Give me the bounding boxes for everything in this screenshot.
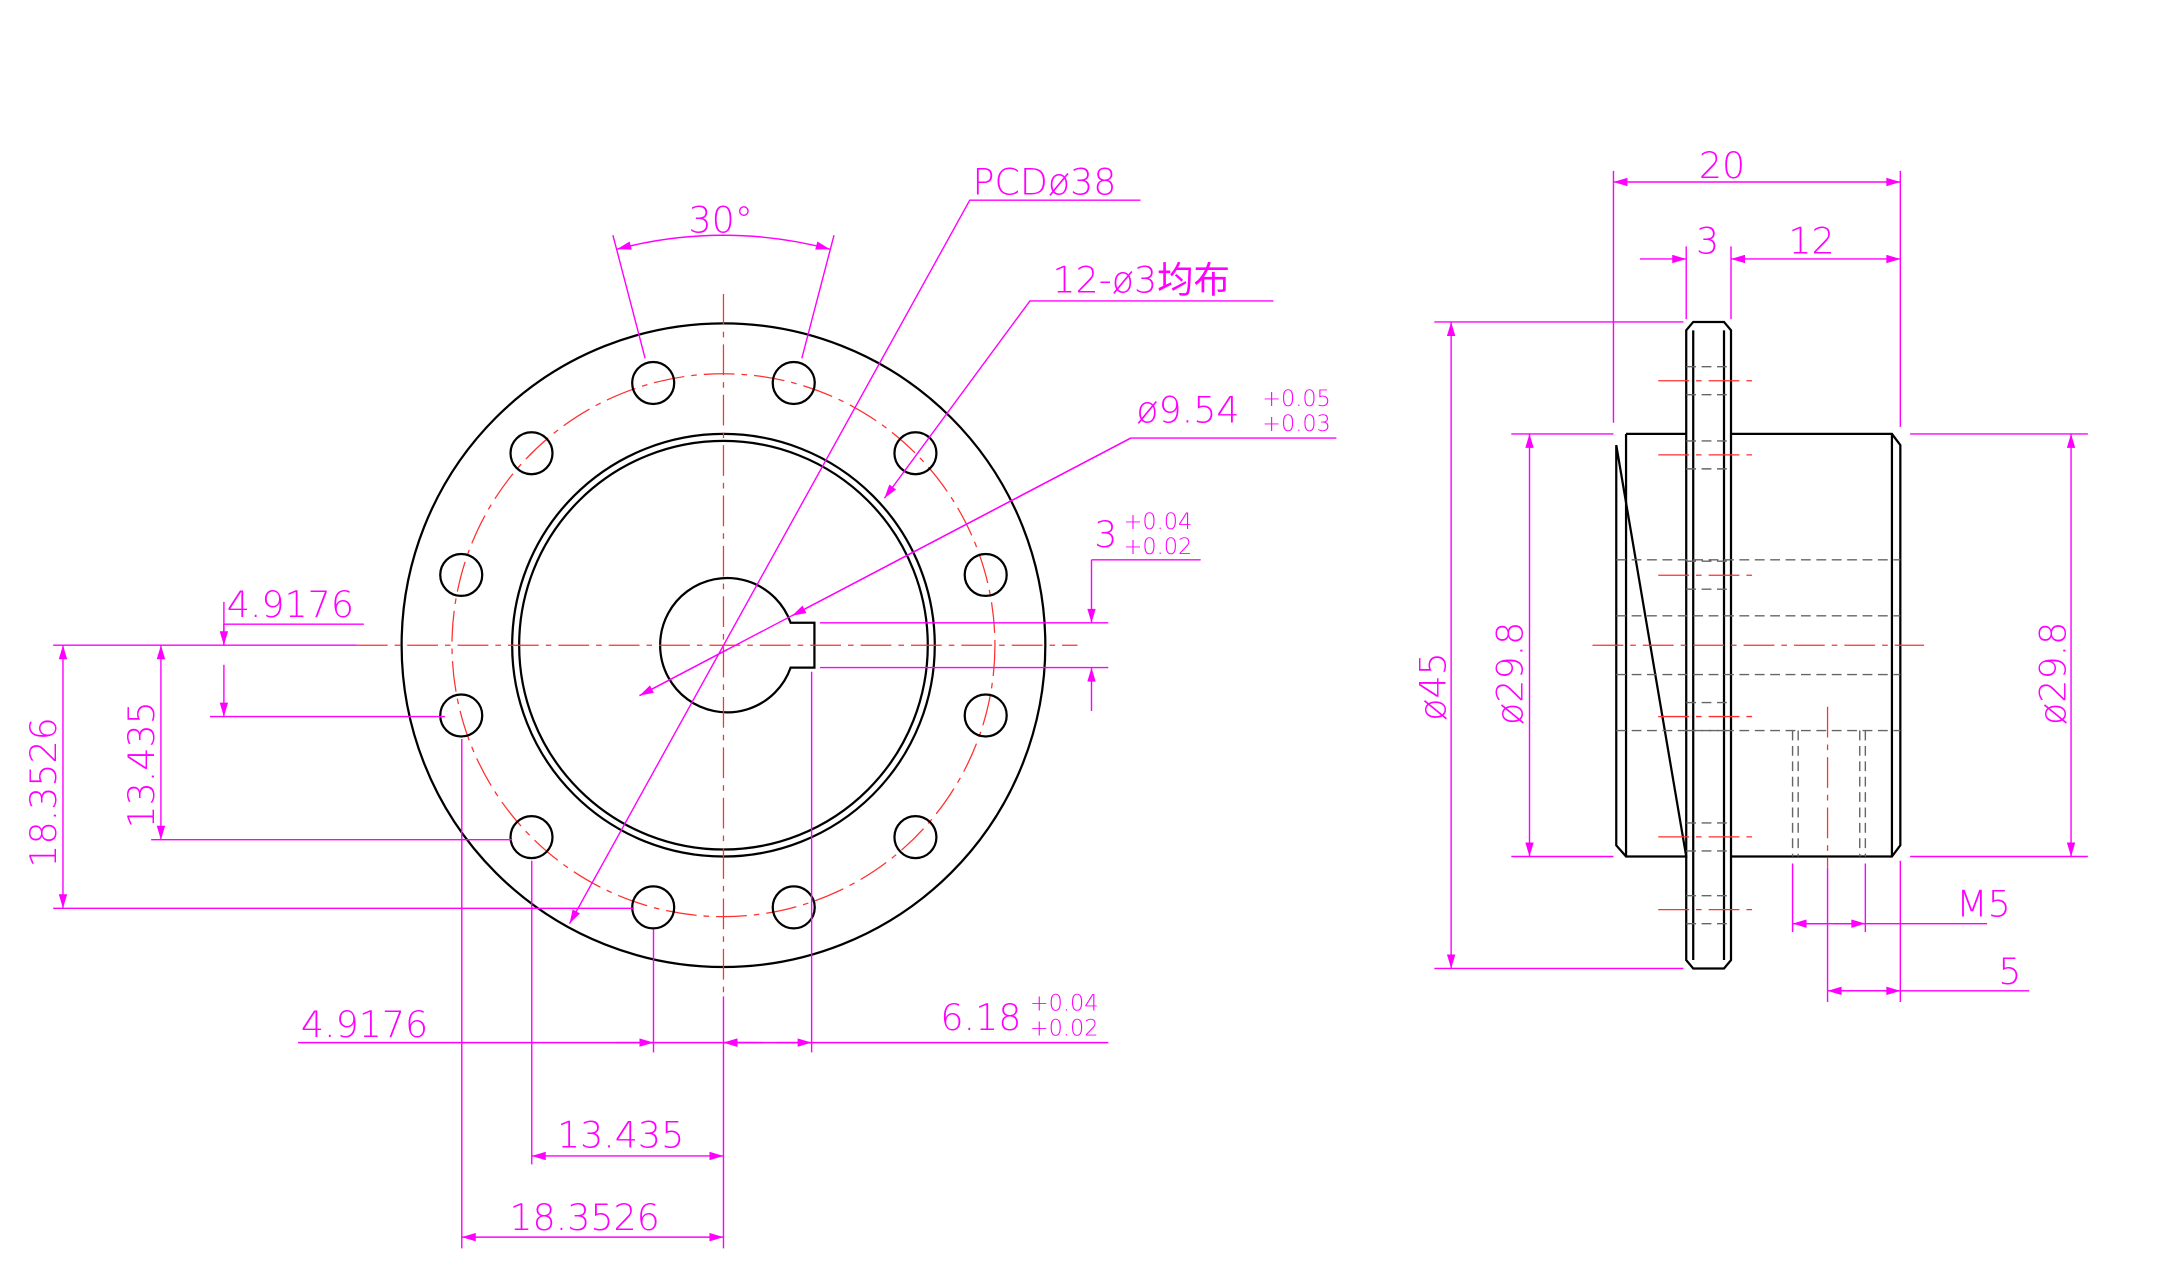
dim-h-large: 18.3526 bbox=[509, 1196, 659, 1239]
front-view-dimensions: 30° PCDø38 12-ø3均布 ø9.54 +0.05 +0.03 3 +… bbox=[22, 161, 1337, 1249]
mounting-holes bbox=[439, 360, 1008, 930]
side-view-dimensions: 20 3 12 ø45 ø29.8 ø29.8 M5 5 bbox=[1412, 144, 2088, 1003]
mounting-hole bbox=[439, 552, 484, 598]
bore-label: ø9.54 bbox=[1136, 389, 1239, 432]
keyway-depth-label: 6.18 bbox=[940, 996, 1021, 1039]
flange-diameter-label: ø45 bbox=[1412, 652, 1455, 721]
hub-diameter-left-label: ø29.8 bbox=[1489, 622, 1532, 725]
dim-h-small: 4.9176 bbox=[301, 1003, 428, 1046]
mounting-hole bbox=[771, 360, 816, 406]
mounting-hole bbox=[509, 815, 554, 860]
dim-v-large: 18.3526 bbox=[22, 717, 65, 867]
mounting-hole bbox=[963, 552, 1008, 598]
flange-thickness-label: 3 bbox=[1696, 219, 1719, 262]
keyway-width-tol-upper: +0.04 bbox=[1124, 509, 1193, 535]
mounting-hole bbox=[631, 360, 676, 406]
flange-outline-side bbox=[1685, 320, 1733, 970]
bore-tol-upper: +0.05 bbox=[1262, 386, 1331, 412]
mounting-hole bbox=[631, 885, 676, 930]
mounting-hole bbox=[893, 431, 938, 476]
keyway-width-label: 3 bbox=[1094, 513, 1117, 556]
keyed-bore bbox=[659, 576, 816, 714]
side-view bbox=[1592, 320, 1925, 970]
thread-label: M5 bbox=[1956, 883, 2011, 926]
dim-v-mid: 13.435 bbox=[120, 701, 163, 828]
total-length-label: 20 bbox=[1699, 144, 1745, 187]
holes-label: 12-ø3均布 bbox=[1052, 259, 1230, 302]
mounting-hole bbox=[439, 693, 484, 738]
hub-diameter-right-label: ø29.8 bbox=[2031, 622, 2074, 725]
pcd-label: PCDø38 bbox=[973, 161, 1117, 204]
dim-v-small: 4.9176 bbox=[227, 583, 354, 626]
bore-tol-lower: +0.03 bbox=[1262, 411, 1331, 437]
mounting-hole bbox=[509, 431, 554, 476]
keyway-depth-tol-lower: +0.02 bbox=[1030, 1016, 1099, 1042]
mounting-hole bbox=[963, 693, 1008, 738]
front-view bbox=[356, 293, 1078, 997]
dim-h-mid: 13.435 bbox=[557, 1114, 684, 1157]
flange-hole-centerlines bbox=[1658, 366, 1759, 925]
thread-position-label: 5 bbox=[1998, 950, 2021, 993]
keyway-depth-tol-upper: +0.04 bbox=[1030, 990, 1099, 1016]
mounting-hole bbox=[771, 885, 816, 930]
angle-label: 30° bbox=[688, 198, 752, 241]
hub-length-label: 12 bbox=[1788, 219, 1834, 262]
mounting-hole bbox=[893, 815, 938, 860]
keyway-width-tol-lower: +0.02 bbox=[1124, 534, 1193, 560]
